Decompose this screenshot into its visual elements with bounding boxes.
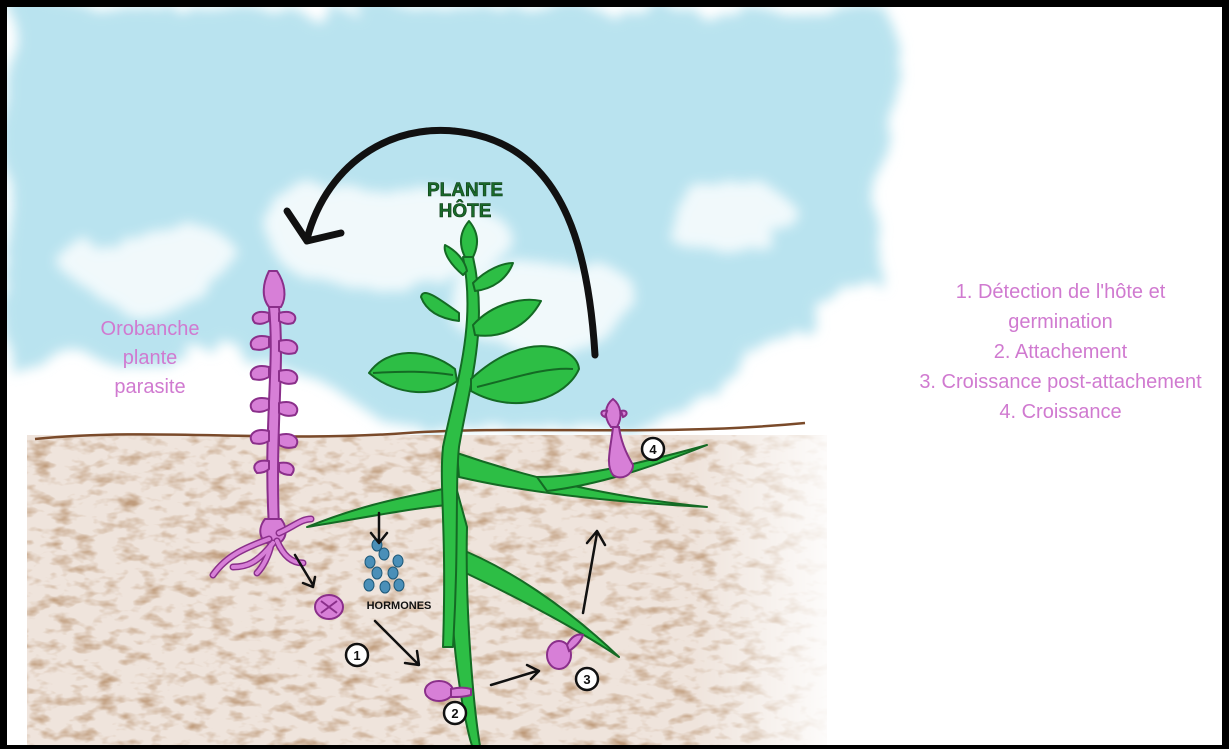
svg-text:2: 2 [451,706,458,721]
soil-ground [27,435,827,749]
svg-text:1: 1 [353,648,360,663]
seed-stage0 [315,595,343,619]
legend-line-4: 3. Croissance post-attachement [893,367,1228,397]
step-marker-4: 4 [642,438,664,460]
parasite-label-line3: parasite [85,373,215,402]
step-marker-2: 2 [444,702,466,724]
step-marker-1: 1 [346,644,368,666]
legend-line-1: 1. Détection de l'hôte et [893,277,1228,307]
svg-text:HÔTE: HÔTE [439,200,492,222]
parasite-label: Orobanche plante parasite [85,315,215,402]
svg-text:PLANTE: PLANTE [427,180,503,201]
legend-line-5: 4. Croissance [893,397,1228,427]
legend-line-3: 2. Attachement [893,337,1228,367]
hormones-label: HORMONES [367,600,432,612]
svg-text:4: 4 [649,442,657,457]
svg-text:3: 3 [583,672,590,687]
parasite-label-line2: plante [85,344,215,373]
steps-legend: 1. Détection de l'hôte et germination 2.… [893,277,1228,427]
parasite-label-line1: Orobanche [85,315,215,344]
legend-line-2: germination [893,307,1228,337]
step-marker-3: 3 [576,668,598,690]
